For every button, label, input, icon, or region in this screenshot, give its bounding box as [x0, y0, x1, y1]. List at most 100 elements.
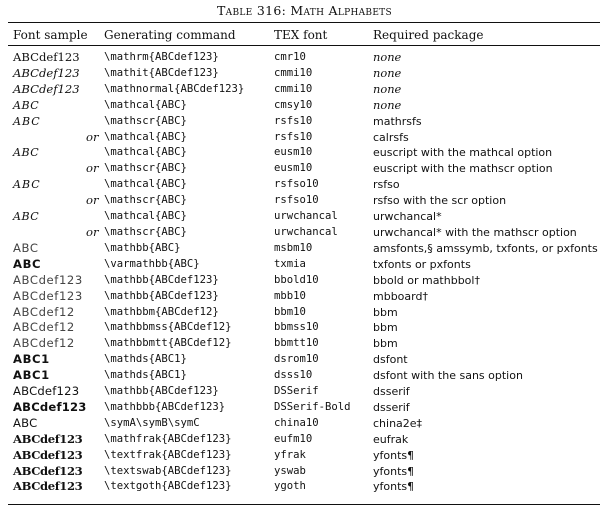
header-font-sample: Font sample: [13, 28, 88, 42]
generating-command: \textfrak{ABCdef123}: [104, 448, 232, 461]
tex-font: eusm10: [274, 162, 313, 175]
font-sample: ABCdef123: [13, 65, 80, 80]
font-sample: ABCdef123: [13, 463, 83, 478]
font-sample: ABCdef12: [13, 320, 75, 335]
required-package: mathrsfs: [373, 114, 422, 128]
tex-font: china10: [274, 416, 319, 429]
table-row: ABCdef123 \mathfrak{ABCdef123} eufm10 eufra…: [0, 432, 609, 448]
generating-command: \textswab{ABCdef123}: [104, 464, 232, 477]
required-package: rsfso with the scr option: [373, 194, 507, 208]
required-package: none: [373, 50, 402, 64]
tex-font: DSSerif: [274, 385, 319, 398]
generating-command: \mathbbb{ABCdef123}: [104, 400, 226, 413]
required-package: yfonts¶: [373, 464, 415, 478]
font-sample: ABCdef123: [13, 447, 83, 462]
font-sample: ABCdef123: [13, 399, 87, 414]
table-row: ABCdef123 \mathnormal{ABCdef123} cmmi10 non…: [0, 82, 609, 98]
table-caption: Table 316: Math Alphabets: [217, 3, 392, 18]
generating-command: \mathscr{ABC}: [104, 162, 187, 175]
generating-command: \mathbbmtt{ABCdef12}: [104, 337, 232, 350]
table-row: or \mathscr{ABC} rsfso10 rsfso with the scr…: [0, 193, 609, 209]
generating-command: \mathbb{ABCdef123}: [104, 385, 219, 398]
generating-command: \mathnormal{ABCdef123}: [104, 82, 245, 95]
generating-command: \textgoth{ABCdef123}: [104, 480, 232, 493]
tex-font: cmsy10: [274, 98, 313, 111]
alternative-marker: or: [86, 193, 99, 208]
tex-font: cmmi10: [274, 66, 313, 79]
generating-command: \mathds{ABC1}: [104, 369, 187, 382]
table-row: ABCdef123 \textgoth{ABCdef123} ygoth yfonts…: [0, 479, 609, 495]
top-rule: [8, 22, 600, 24]
font-sample: ABCdef123: [13, 479, 83, 494]
tex-font: urwchancal: [274, 225, 338, 238]
generating-command: \mathcal{ABC}: [104, 130, 187, 143]
required-package: amsfonts,§ amssymb, txfonts, or pxfonts: [373, 241, 598, 255]
tex-font: bbold10: [274, 273, 319, 286]
generating-command: \mathbbmss{ABCdef12}: [104, 321, 232, 334]
tex-font: cmr10: [274, 51, 306, 63]
tex-font: txmia: [274, 257, 306, 270]
generating-command: \mathscr{ABC}: [104, 194, 187, 207]
tex-font: yswab: [274, 464, 306, 477]
tex-font: rsfso10: [274, 194, 319, 207]
table-row: or \mathscr{ABC} urwchancal urwchancal* wit…: [0, 225, 609, 241]
required-package: none: [373, 81, 402, 96]
alternative-marker: or: [86, 224, 99, 239]
font-sample: ABC: [13, 98, 40, 112]
tex-font: ygoth: [274, 480, 306, 493]
generating-command: \mathscr{ABC}: [104, 114, 187, 127]
tex-font: bbmss10: [274, 321, 319, 334]
font-sample: ABCdef123: [13, 81, 80, 96]
required-package: urwchancal* with the mathscr option: [373, 225, 577, 239]
generating-command: \mathcal{ABC}: [104, 178, 187, 191]
font-sample: ABC: [13, 178, 41, 192]
required-package: china2e‡: [373, 416, 423, 430]
required-package: euscript with the mathcal option: [373, 146, 553, 160]
font-sample: ABC: [13, 256, 42, 271]
font-sample: ABC1: [13, 368, 50, 383]
font-sample: ABC: [13, 114, 41, 128]
font-sample: ABCdef123: [13, 431, 83, 446]
required-package: yfonts¶: [373, 480, 415, 494]
header-tex-font: TEX font: [274, 28, 328, 42]
font-sample: ABCdef12: [13, 336, 75, 351]
required-package: bbm: [373, 305, 398, 319]
header-required-package: Required package: [373, 28, 484, 42]
font-sample: ABCdef123: [13, 288, 83, 303]
required-package: bbold or mathbbol†: [373, 273, 480, 287]
tex-font: mbb10: [274, 289, 306, 302]
required-package: dsfont: [373, 353, 408, 367]
table-row: ABCdef123 \textswab{ABCdef123} yswab yfonts…: [0, 464, 609, 480]
font-sample: ABC: [13, 146, 40, 160]
tex-font: msbm10: [274, 241, 313, 254]
generating-command: \mathcal{ABC}: [104, 98, 187, 111]
tex-font: bbmtt10: [274, 337, 319, 350]
generating-command: \mathfrak{ABCdef123}: [104, 432, 232, 445]
generating-command: \mathscr{ABC}: [104, 225, 187, 238]
generating-command: \mathcal{ABC}: [104, 210, 187, 223]
tex-font: dsss10: [274, 369, 313, 382]
alternative-marker: or: [86, 129, 99, 144]
tex-font: eufm10: [274, 432, 313, 445]
tex-font: bbm10: [274, 305, 306, 318]
font-sample: ABCdef123: [13, 50, 80, 64]
required-package: eufrak: [373, 432, 409, 446]
generating-command: \mathcal{ABC}: [104, 146, 187, 159]
header-rule: [8, 45, 600, 46]
tex-font: rsfs10: [274, 114, 313, 127]
tex-font: cmmi10: [274, 82, 313, 95]
tex-font: rsfso10: [274, 178, 319, 191]
